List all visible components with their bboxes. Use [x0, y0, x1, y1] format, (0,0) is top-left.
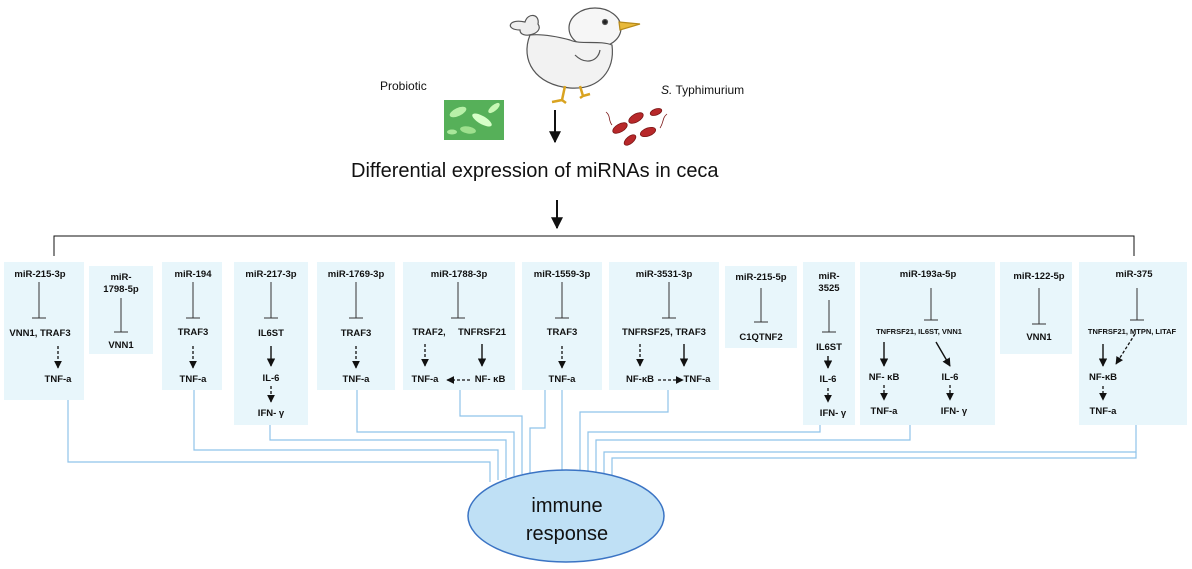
target-genes: IL6ST: [816, 342, 842, 353]
mirna-title: miR-122-5p: [1013, 271, 1065, 282]
effect-label: TNF-a: [44, 374, 72, 385]
effect-label: TNF-a: [342, 374, 370, 385]
effect-label: NF-κB: [1089, 372, 1117, 383]
target-genes: VNN1: [1026, 332, 1052, 343]
pathogen-serovar: Typhimurium: [675, 83, 745, 97]
target-genes: TNFRSF21, MTPN, LITAF: [1087, 327, 1177, 336]
immune-response-line1: immune: [531, 495, 603, 517]
mirna-title-line2: 1798-5p: [103, 284, 139, 295]
mirna-title: miR-: [818, 271, 840, 282]
pathogen-label: S. Typhimurium: [661, 84, 744, 96]
mirna-title: miR-1769-3p: [327, 269, 385, 280]
effect-label: IFN- γ: [257, 408, 285, 419]
effect-label: TNF-a: [870, 406, 898, 417]
probiotic-label: Probiotic: [380, 79, 427, 93]
target-genes: C1QTNF2: [739, 332, 783, 343]
target-genes: TNFRSF21: [457, 327, 507, 338]
target-genes: TRAF3: [340, 328, 372, 339]
mirna-title: miR-215-5p: [735, 272, 787, 283]
mirna-title: miR-: [110, 272, 132, 283]
inhibition-markers: [32, 282, 1144, 333]
target-genes: IL6ST: [258, 328, 284, 339]
target-genes: VNN1, TRAF3: [9, 328, 71, 339]
indirect-arrows: [54, 333, 1136, 403]
immune-response-line2: response: [525, 523, 609, 545]
effect-label: TNF-a: [411, 374, 439, 385]
effect-label: TNF-a: [548, 374, 576, 385]
effect-label: TNF-a: [1089, 406, 1117, 417]
effect-label: IFN- γ: [940, 406, 968, 417]
activation-arrows: [266, 341, 1108, 369]
main-title: Differential expression of miRNAs in cec…: [351, 160, 719, 182]
immune-response-ellipse: [467, 469, 665, 563]
panel-mir-215-3p: [4, 262, 84, 400]
target-genes: TNFRSF21, IL6ST, VNN1: [876, 327, 962, 336]
mirna-title: miR-3531-3p: [635, 269, 693, 280]
mirna-title: miR-194: [174, 269, 212, 280]
probiotic-bacteria-icon: [444, 100, 504, 140]
mirna-title: miR-1559-3p: [533, 269, 591, 280]
effect-label: IL-6: [941, 372, 959, 383]
mirna-title: miR-375: [1115, 269, 1153, 280]
target-genes: TNFRSF25, TRAF3: [622, 327, 706, 338]
effect-label: TNF-a: [683, 374, 711, 385]
panel-mir-1788-3p: [403, 262, 515, 390]
target-genes: TRAF3: [177, 327, 209, 338]
effect-label: NF- κB: [474, 374, 506, 385]
panel-mir-122-5p: [1000, 262, 1072, 354]
effect-label: NF- κB: [868, 372, 900, 383]
target-genes: TRAF2,: [412, 327, 446, 338]
connector-lines: [67, 390, 1137, 482]
mirna-title: miR-215-3p: [14, 269, 66, 280]
mirna-title: miR-217-3p: [245, 269, 297, 280]
panel-mir-375: [1079, 262, 1187, 425]
mirna-title: miR-1788-3p: [430, 269, 488, 280]
target-genes: TRAF3: [546, 327, 578, 338]
effect-label: IL-6: [262, 373, 280, 384]
chicken-icon: [509, 7, 641, 104]
mirna-bracket: [53, 235, 1135, 256]
panel-mir-3531-3p: [609, 262, 719, 390]
mirna-title: miR-193a-5p: [899, 269, 957, 280]
pathogen-genus: S.: [661, 83, 673, 97]
effect-label: TNF-a: [179, 374, 207, 385]
salmonella-bacteria-icon: [605, 108, 668, 146]
target-genes: VNN1: [108, 340, 134, 351]
mirna-title-line2: 3525: [818, 283, 840, 294]
effect-label: NF-κB: [626, 374, 654, 385]
effect-label: IL-6: [819, 374, 837, 385]
effect-label: IFN- γ: [819, 408, 847, 419]
